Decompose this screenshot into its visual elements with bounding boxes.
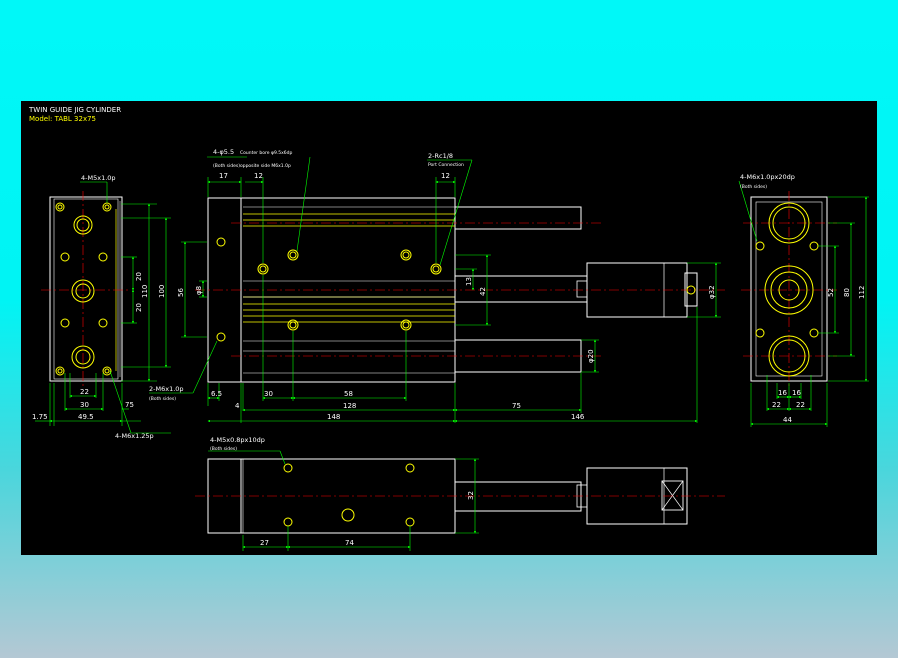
right-holes-sub: (Both sides) bbox=[740, 184, 767, 190]
dim-22-left: 22 bbox=[772, 401, 781, 409]
dim-22-right: 22 bbox=[796, 401, 805, 409]
counterbore-callout: 4-φ5.5 bbox=[213, 148, 234, 156]
dim-32-bottom: 32 bbox=[467, 491, 475, 500]
dim-112: 112 bbox=[858, 286, 866, 299]
dim-30-front: 30 bbox=[264, 390, 273, 398]
left-end-view: 4-M5x1.0p 20 20 110 100 22 30 75 49.5 1.… bbox=[32, 174, 171, 440]
dim-74: 74 bbox=[345, 539, 354, 547]
dim-42: 42 bbox=[479, 287, 487, 296]
dim-16-left: 16 bbox=[778, 389, 787, 397]
dim-12-right: 12 bbox=[441, 172, 450, 180]
dim-80: 80 bbox=[843, 288, 851, 297]
bottom-view: 4-M5x0.8px10dp (Both sides) 32 27 74 bbox=[195, 436, 725, 551]
dim-22: 22 bbox=[80, 388, 89, 396]
right-holes-callout: 4-M6x1.0px20dp bbox=[740, 173, 795, 181]
drawing-title: TWIN GUIDE JIG CYLINDER bbox=[28, 106, 121, 114]
front-view: 12 17 12 4-φ5.5 Counter bore φ9.5x6dp (B… bbox=[149, 148, 725, 423]
dim-49-5: 49.5 bbox=[78, 413, 94, 421]
dim-16-right: 16 bbox=[792, 389, 801, 397]
model-label: Model: TABL 32x75 bbox=[29, 115, 96, 123]
dim-75-front: 75 bbox=[512, 402, 521, 410]
dim-phi8: φ8 bbox=[195, 286, 203, 295]
cad-drawing-panel: TWIN GUIDE JIG CYLINDER Model: TABL 32x7… bbox=[21, 101, 877, 555]
counterbore-note: Counter bore φ9.5x6dp bbox=[240, 150, 292, 156]
cad-drawing: TWIN GUIDE JIG CYLINDER Model: TABL 32x7… bbox=[28, 106, 869, 551]
side-holes-callout: 2-M6x1.0p bbox=[149, 385, 184, 393]
dim-58: 58 bbox=[344, 390, 353, 398]
dim-27: 27 bbox=[260, 539, 269, 547]
dim-phi20: φ20 bbox=[587, 349, 595, 363]
dim-52: 52 bbox=[827, 288, 835, 297]
dim-12-left: 12 bbox=[254, 172, 263, 180]
dim-20-upper: 20 bbox=[135, 272, 143, 281]
dim-44: 44 bbox=[783, 416, 792, 424]
dim-146: 146 bbox=[571, 413, 585, 421]
dim-148: 148 bbox=[327, 413, 340, 421]
dim-6-5: 6.5 bbox=[211, 390, 222, 398]
dim-110: 110 bbox=[141, 285, 149, 298]
dim-4: 4 bbox=[235, 402, 240, 410]
left-top-holes-callout: 4-M5x1.0p bbox=[81, 174, 116, 182]
dim-20-lower: 20 bbox=[135, 303, 143, 312]
dim-17: 17 bbox=[219, 172, 228, 180]
dim-1-75: 1.75 bbox=[32, 413, 48, 421]
counterbore-sub: (Both sides)opposite side M6x1.0p bbox=[213, 163, 291, 169]
side-holes-sub: (Both sides) bbox=[149, 396, 176, 402]
left-bottom-holes-callout: 4-M6x1.25p bbox=[115, 432, 154, 440]
dim-56: 56 bbox=[177, 288, 185, 297]
dim-30: 30 bbox=[80, 401, 89, 409]
dim-128: 128 bbox=[343, 402, 356, 410]
port-sub: Port Connection bbox=[428, 162, 464, 168]
dim-100: 100 bbox=[158, 285, 166, 298]
bottom-holes-callout: 4-M5x0.8px10dp bbox=[210, 436, 265, 444]
dim-phi32: φ32 bbox=[708, 285, 716, 299]
right-end-view: 4-M6x1.0px20dp (Both sides) 112 80 52 16… bbox=[738, 173, 869, 427]
bottom-holes-sub: (Both sides) bbox=[210, 446, 237, 452]
dim-75-left: 75 bbox=[125, 401, 134, 409]
dim-13: 13 bbox=[465, 277, 473, 286]
port-callout: 2-Rc1/8 bbox=[428, 152, 453, 160]
